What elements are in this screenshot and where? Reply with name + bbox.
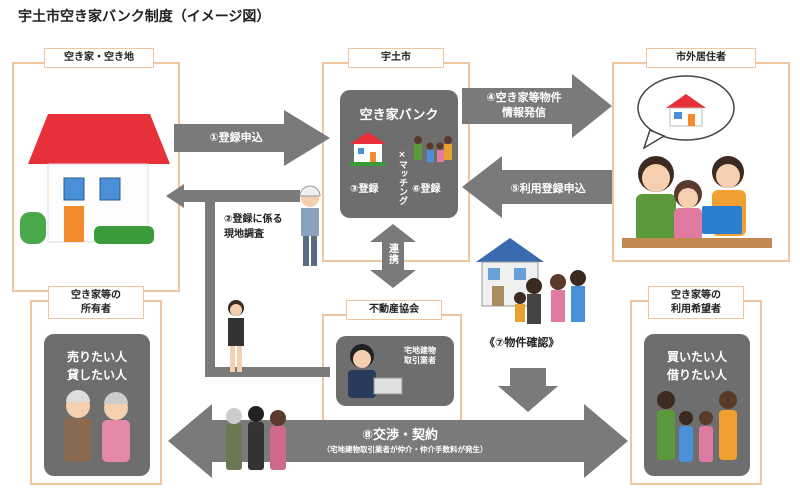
- user-family-icon: [657, 391, 737, 462]
- family-computer-icon: [622, 156, 772, 248]
- arrow-step1: [174, 110, 330, 166]
- owner-line1: 売りたい人: [66, 350, 127, 364]
- step5-label: ⑤利用登録申込: [510, 182, 586, 195]
- bank-house-icon: [350, 132, 386, 166]
- arrow-step5: [462, 156, 612, 218]
- negotiation-group-icon: [226, 406, 286, 470]
- bank-step6: ⑥登録: [412, 184, 441, 195]
- surveyor-icon: [299, 185, 321, 266]
- speech-bubble-house-icon: [637, 75, 735, 150]
- label-owner: 空き家等の 所有者: [48, 286, 144, 319]
- akiya-bank-title: 空き家バンク: [359, 108, 439, 123]
- label-outside-resident: 市外居住者: [646, 48, 756, 68]
- cooperation-label: 連携: [389, 244, 399, 266]
- step2-label: ②登録に係る 現地調査: [224, 214, 283, 240]
- bank-family-icon: [414, 136, 452, 162]
- arrow-down-confirm: [498, 368, 558, 412]
- bank-matching: ×マッチング: [397, 150, 407, 205]
- user-line2: 借りたい人: [666, 368, 727, 382]
- agent-icon: [348, 344, 403, 398]
- owner-panel: [44, 334, 150, 476]
- agent-label: 宅地建物 取引業者: [404, 346, 436, 366]
- owner-line2: 貸したい人: [66, 368, 127, 382]
- property-viewing-icon: [476, 238, 586, 324]
- label-realestate: 不動産協会: [346, 300, 442, 320]
- step7-label: 《⑦物件確認》: [484, 336, 560, 349]
- arrow-cooperation: [370, 224, 416, 288]
- step1-label: ①登録申込: [209, 131, 263, 144]
- label-user: 空き家等の 利用希望者: [648, 286, 744, 319]
- label-uto-city: 宇土市: [348, 48, 444, 68]
- arrow-step4: [462, 74, 612, 138]
- page-title: 宇土市空き家バンク制度（イメージ図）: [18, 9, 271, 25]
- step8-label: ⑧交渉・契約: [361, 428, 438, 443]
- user-line1: 買いたい人: [666, 350, 727, 364]
- elderly-couple-icon: [64, 390, 130, 462]
- bank-step3: ③登録: [350, 184, 379, 195]
- staff-icon: [228, 300, 244, 372]
- step8-note: （宅地建物取引業者が仲介・仲介手数料が発生）: [322, 445, 488, 454]
- step4-label: ④空き家等物件 情報発信: [486, 91, 562, 120]
- label-vacant-property: 空き家・空き地: [44, 48, 154, 68]
- vacant-house-icon: [20, 114, 170, 244]
